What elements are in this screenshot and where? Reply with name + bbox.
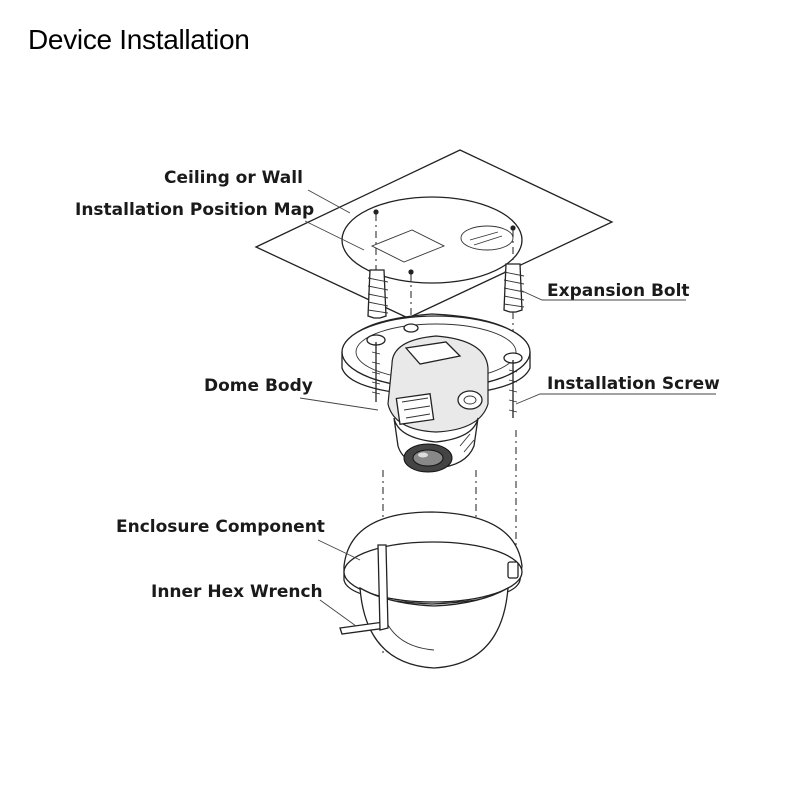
label-inner-hex-wrench: Inner Hex Wrench xyxy=(151,582,323,602)
label-expansion-bolt: Expansion Bolt xyxy=(547,281,690,301)
expansion-bolt-left xyxy=(367,269,389,319)
label-ceiling-or-wall: Ceiling or Wall xyxy=(164,168,303,188)
label-installation-screw: Installation Screw xyxy=(547,374,720,394)
label-dome-body: Dome Body xyxy=(204,376,313,396)
enclosure-component xyxy=(343,511,523,669)
expansion-bolt-right xyxy=(503,263,525,313)
leader-lines xyxy=(299,189,716,627)
page-title: Device Installation xyxy=(28,24,250,55)
installation-screw-left xyxy=(371,342,381,402)
installation-position-map xyxy=(341,196,523,284)
inner-hex-wrench xyxy=(339,544,389,635)
label-installation-position-map: Installation Position Map xyxy=(75,200,314,220)
label-enclosure-component: Enclosure Component xyxy=(116,517,325,537)
dome-body xyxy=(341,313,531,473)
installation-screw-right xyxy=(508,360,518,418)
